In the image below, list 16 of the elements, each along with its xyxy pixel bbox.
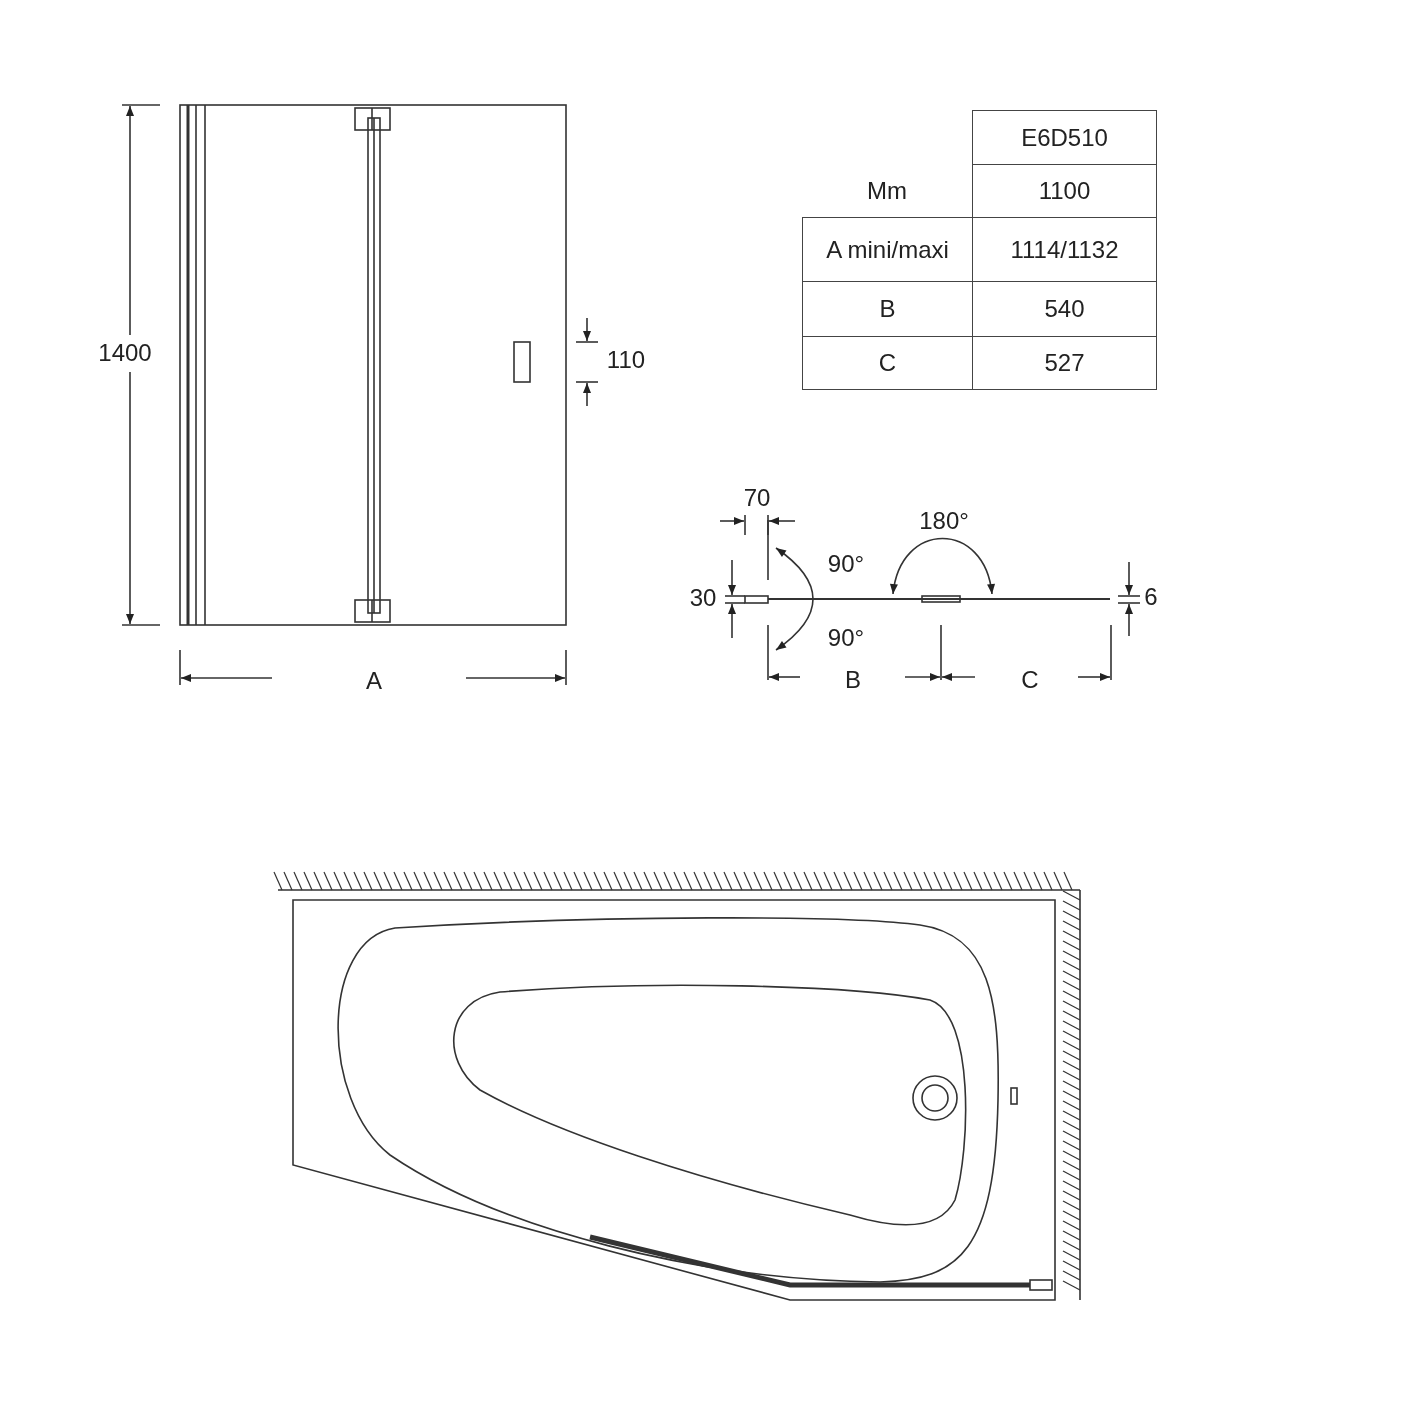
angle-value: 90° [827, 552, 865, 576]
table-cell: Mm [802, 164, 973, 218]
dimension-value: 110 [606, 348, 646, 372]
table-cell: C [802, 336, 973, 390]
angle-value: 180° [919, 509, 969, 533]
table-cell: E6D510 [972, 110, 1157, 165]
table-cell: A mini/maxi [802, 217, 973, 282]
dimension-value: 1400 [98, 341, 152, 365]
dimension-label: A [366, 669, 382, 693]
table-cell: 527 [972, 336, 1157, 390]
dimension-label: B [845, 668, 861, 692]
dimension-label: C [1021, 668, 1039, 692]
dimension-value: 6 [1144, 585, 1158, 609]
dimension-value: 30 [689, 586, 717, 610]
angle-value: 90° [827, 626, 865, 650]
dimension-value: 70 [743, 486, 771, 510]
